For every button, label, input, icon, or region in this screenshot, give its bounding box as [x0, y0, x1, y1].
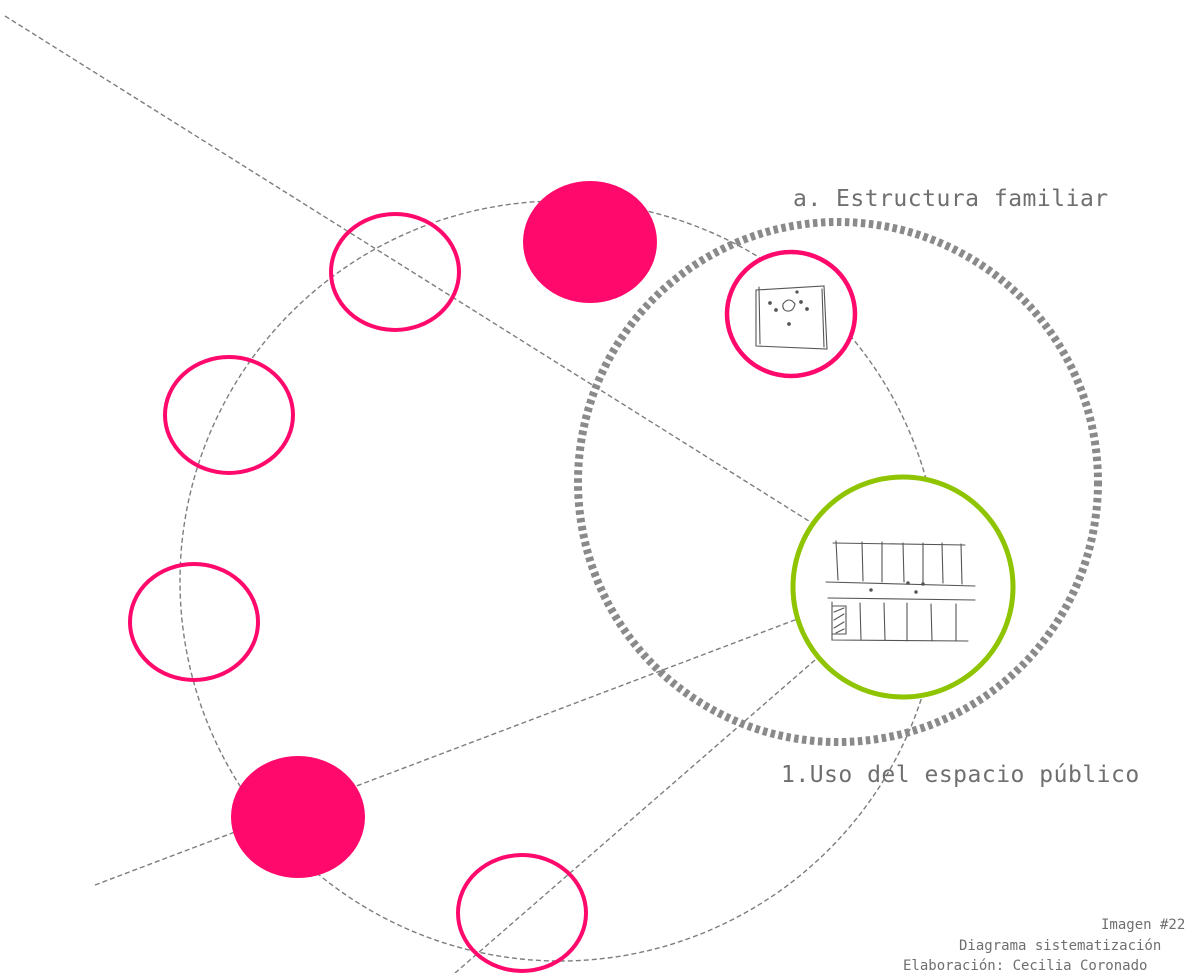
caption-credit: Elaboración: Cecilia Coronado: [903, 958, 1147, 973]
label-public-space-use: 1.Uso del espacio público: [781, 762, 1140, 788]
diagonal-line-top: [4, 15, 821, 529]
node-filled-top: [523, 181, 657, 303]
node-outline-2: [163, 355, 295, 475]
caption-description: Diagrama sistematización: [959, 938, 1161, 954]
node-family-structure: [724, 249, 858, 379]
node-outline-3: [128, 562, 260, 682]
public-space-sketch-icon: [825, 540, 976, 642]
family-sketch-icon: [755, 285, 828, 350]
node-public-space: [790, 474, 1016, 700]
diagonal-line-left: [94, 617, 801, 886]
node-filled-bottom-left: [231, 756, 365, 878]
diagonal-line-bottom: [454, 659, 816, 973]
focus-circle-dotted: [574, 218, 1102, 746]
label-family-structure: a. Estructura familiar: [793, 186, 1109, 212]
node-outline-4: [456, 853, 588, 973]
caption-image-number: Imagen #22: [1101, 917, 1185, 933]
node-outline-1: [329, 212, 461, 332]
